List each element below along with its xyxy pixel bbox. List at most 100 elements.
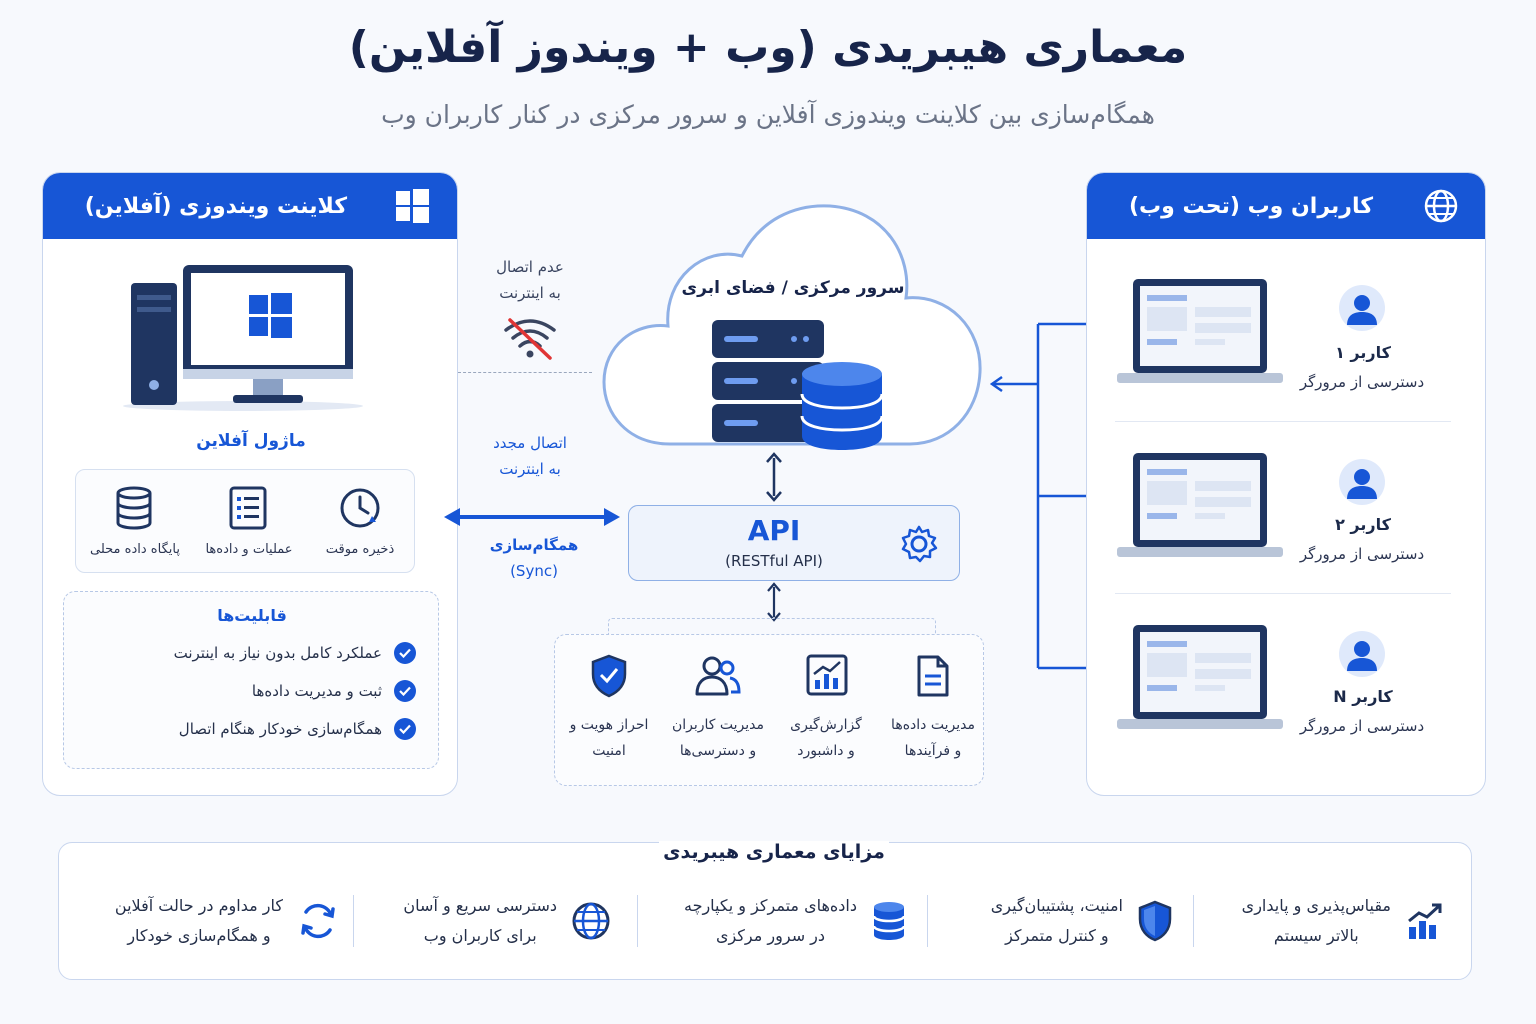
sync-icon bbox=[301, 903, 335, 939]
benefit-item: کار مداوم در حالت آفلاین و همگام‌سازی خو… bbox=[99, 891, 339, 951]
offline-status-line1: عدم اتصال bbox=[496, 258, 564, 276]
service-line1: مدیریت کاربران bbox=[671, 717, 765, 733]
user-access-text: دسترسی از مرورگر bbox=[1299, 717, 1425, 735]
desktop-computer-icon bbox=[123, 265, 363, 411]
service-line1: مدیریت داده‌ها bbox=[891, 717, 975, 733]
module-label-local-db: پایگاه داده محلی bbox=[90, 542, 180, 557]
avatar bbox=[1339, 459, 1385, 505]
cloud-api-arrow bbox=[766, 452, 782, 502]
avatar bbox=[1339, 285, 1385, 331]
benefit-line2: در سرور مرکزی bbox=[715, 926, 826, 945]
benefit-item: دسترسی سریع و آسان برای کاربران وب bbox=[391, 891, 611, 951]
benefit-line1: داده‌های متمرکز و یکپارچه bbox=[683, 896, 857, 915]
user-name: کاربر N bbox=[1333, 687, 1393, 706]
services-bracket bbox=[608, 618, 936, 634]
service-line2: امنیت bbox=[592, 743, 626, 759]
service-line1: گزارش‌گیری bbox=[790, 717, 862, 733]
benefit-text: کار مداوم در حالت آفلاین و همگام‌سازی خو… bbox=[115, 891, 283, 951]
api-title: API bbox=[747, 514, 801, 547]
benefit-line2: و همگام‌سازی خودکار bbox=[127, 926, 271, 945]
capability-row: ثبت و مدیریت داده‌ها bbox=[252, 680, 416, 702]
benefit-text: امنیت، پشتیبان‌گیری و کنترل متمرکز bbox=[991, 891, 1123, 951]
reconnect-line1: اتصال مجدد bbox=[493, 434, 567, 452]
check-icon bbox=[394, 680, 416, 702]
row-divider bbox=[1115, 593, 1451, 594]
offline-module-box: ذخیره موقت عملیات و داده‌ها پایگاه داده … bbox=[75, 469, 415, 573]
database-icon bbox=[116, 486, 152, 530]
benefit-text: مقیاس‌پذیری و پایداری بالاتر سیستم bbox=[1242, 891, 1391, 951]
module-label-operations: عملیات و داده‌ها bbox=[205, 542, 293, 557]
avatar bbox=[1339, 631, 1385, 677]
benefits-panel: مزایای معماری هیبریدی مقیاس‌پذیری و پاید… bbox=[58, 841, 1472, 980]
benefit-line2: برای کاربران وب bbox=[423, 926, 537, 945]
service-reporting: گزارش‌گیری و داشبورد bbox=[770, 712, 882, 764]
sync-label: همگام‌سازی (Sync) bbox=[470, 532, 598, 584]
benefit-line1: کار مداوم در حالت آفلاین bbox=[114, 896, 283, 915]
benefit-item: داده‌های متمرکز و یکپارچه در سرور مرکزی bbox=[667, 891, 907, 951]
shield-icon bbox=[1138, 900, 1172, 942]
benefit-divider bbox=[927, 895, 928, 947]
benefit-text: دسترسی سریع و آسان برای کاربران وب bbox=[403, 891, 557, 951]
gear-icon bbox=[901, 525, 938, 563]
capabilities-box: قابلیت‌ها عملکرد کامل بدون نیاز به اینتر… bbox=[63, 591, 439, 769]
benefit-line2: بالاتر سیستم bbox=[1273, 926, 1359, 945]
service-line2: و دسترسی‌ها bbox=[679, 743, 757, 759]
capability-row: عملکرد کامل بدون نیاز به اینترنت bbox=[174, 642, 416, 664]
reconnect-label: اتصال مجدد به اینترنت bbox=[468, 430, 592, 482]
database-icon bbox=[872, 902, 906, 940]
benefits-title: مزایای معماری هیبریدی bbox=[659, 841, 889, 863]
globe-icon bbox=[1424, 189, 1458, 223]
benefit-item: مقیاس‌پذیری و پایداری بالاتر سیستم bbox=[1225, 891, 1445, 951]
offline-module-title: ماژول آفلاین bbox=[196, 431, 306, 451]
service-data-management: مدیریت داده‌ها و فرآیندها bbox=[876, 712, 990, 764]
sync-line2: (Sync) bbox=[510, 562, 558, 580]
web-users-panel: کاربران وب (تحت وب) کاربر ۱ دسترسی از مر… bbox=[1086, 172, 1486, 796]
web-users-header: کاربران وب (تحت وب) bbox=[1087, 173, 1485, 239]
offline-status-line2: به اینترنت bbox=[499, 284, 561, 302]
capability-row: همگام‌سازی خودکار هنگام اتصال bbox=[179, 718, 416, 740]
no-wifi-icon bbox=[504, 318, 556, 360]
api-subtitle: (RESTful API) bbox=[725, 552, 823, 570]
benefit-item: امنیت، پشتیبان‌گیری و کنترل متمرکز bbox=[963, 891, 1173, 951]
service-line2: و فرآیندها bbox=[904, 743, 962, 759]
benefit-line1: مقیاس‌پذیری و پایداری bbox=[1241, 896, 1391, 915]
sync-line1: همگام‌سازی bbox=[489, 536, 579, 554]
benefit-line1: امنیت، پشتیبان‌گیری bbox=[990, 896, 1123, 915]
laptop-icon bbox=[1117, 279, 1283, 383]
benefit-text: داده‌های متمرکز و یکپارچه در سرور مرکزی bbox=[684, 891, 857, 951]
capability-text: همگام‌سازی خودکار هنگام اتصال bbox=[178, 720, 382, 738]
service-line2: و داشبورد bbox=[797, 743, 855, 759]
growth-chart-icon bbox=[1408, 903, 1442, 939]
globe-icon bbox=[572, 902, 610, 940]
cloud-title: سرور مرکزی / فضای ابری bbox=[681, 278, 905, 298]
benefit-line2: و کنترل متمرکز bbox=[1005, 926, 1109, 945]
page-subtitle: همگام‌سازی بین کلاینت ویندوزی آفلاین و س… bbox=[381, 100, 1155, 129]
benefit-line1: دسترسی سریع و آسان bbox=[403, 896, 557, 915]
server-database-icon bbox=[712, 320, 884, 450]
chart-icon bbox=[806, 654, 848, 696]
sync-double-arrow bbox=[444, 508, 620, 526]
laptop-icon bbox=[1117, 625, 1283, 729]
check-icon bbox=[394, 642, 416, 664]
offline-status-label: عدم اتصال به اینترنت bbox=[468, 254, 592, 306]
clock-icon bbox=[340, 488, 380, 528]
benefit-divider bbox=[637, 895, 638, 947]
offline-dashed-line bbox=[458, 372, 592, 373]
benefit-divider bbox=[353, 895, 354, 947]
users-icon bbox=[695, 656, 741, 696]
windows-client-panel: کلاینت ویندوزی (آفلاین) ماژول آفلاین ذخی… bbox=[42, 172, 458, 796]
user-name: کاربر ۱ bbox=[1335, 343, 1391, 362]
services-box bbox=[554, 634, 984, 786]
api-box: API (RESTful API) bbox=[628, 505, 960, 581]
capability-text: عملکرد کامل بدون نیاز به اینترنت bbox=[173, 644, 382, 662]
benefit-divider bbox=[1193, 895, 1194, 947]
row-divider bbox=[1115, 421, 1451, 422]
api-services-arrow bbox=[767, 582, 781, 622]
web-users-title: کاربران وب (تحت وب) bbox=[1128, 193, 1373, 219]
reconnect-line2: به اینترنت bbox=[499, 460, 561, 478]
shield-icon bbox=[591, 654, 627, 698]
windows-logo-icon bbox=[395, 189, 429, 223]
list-icon bbox=[229, 486, 267, 530]
module-label-cache: ذخیره موقت bbox=[325, 542, 395, 557]
service-user-management: مدیریت کاربران و دسترسی‌ها bbox=[660, 712, 776, 764]
